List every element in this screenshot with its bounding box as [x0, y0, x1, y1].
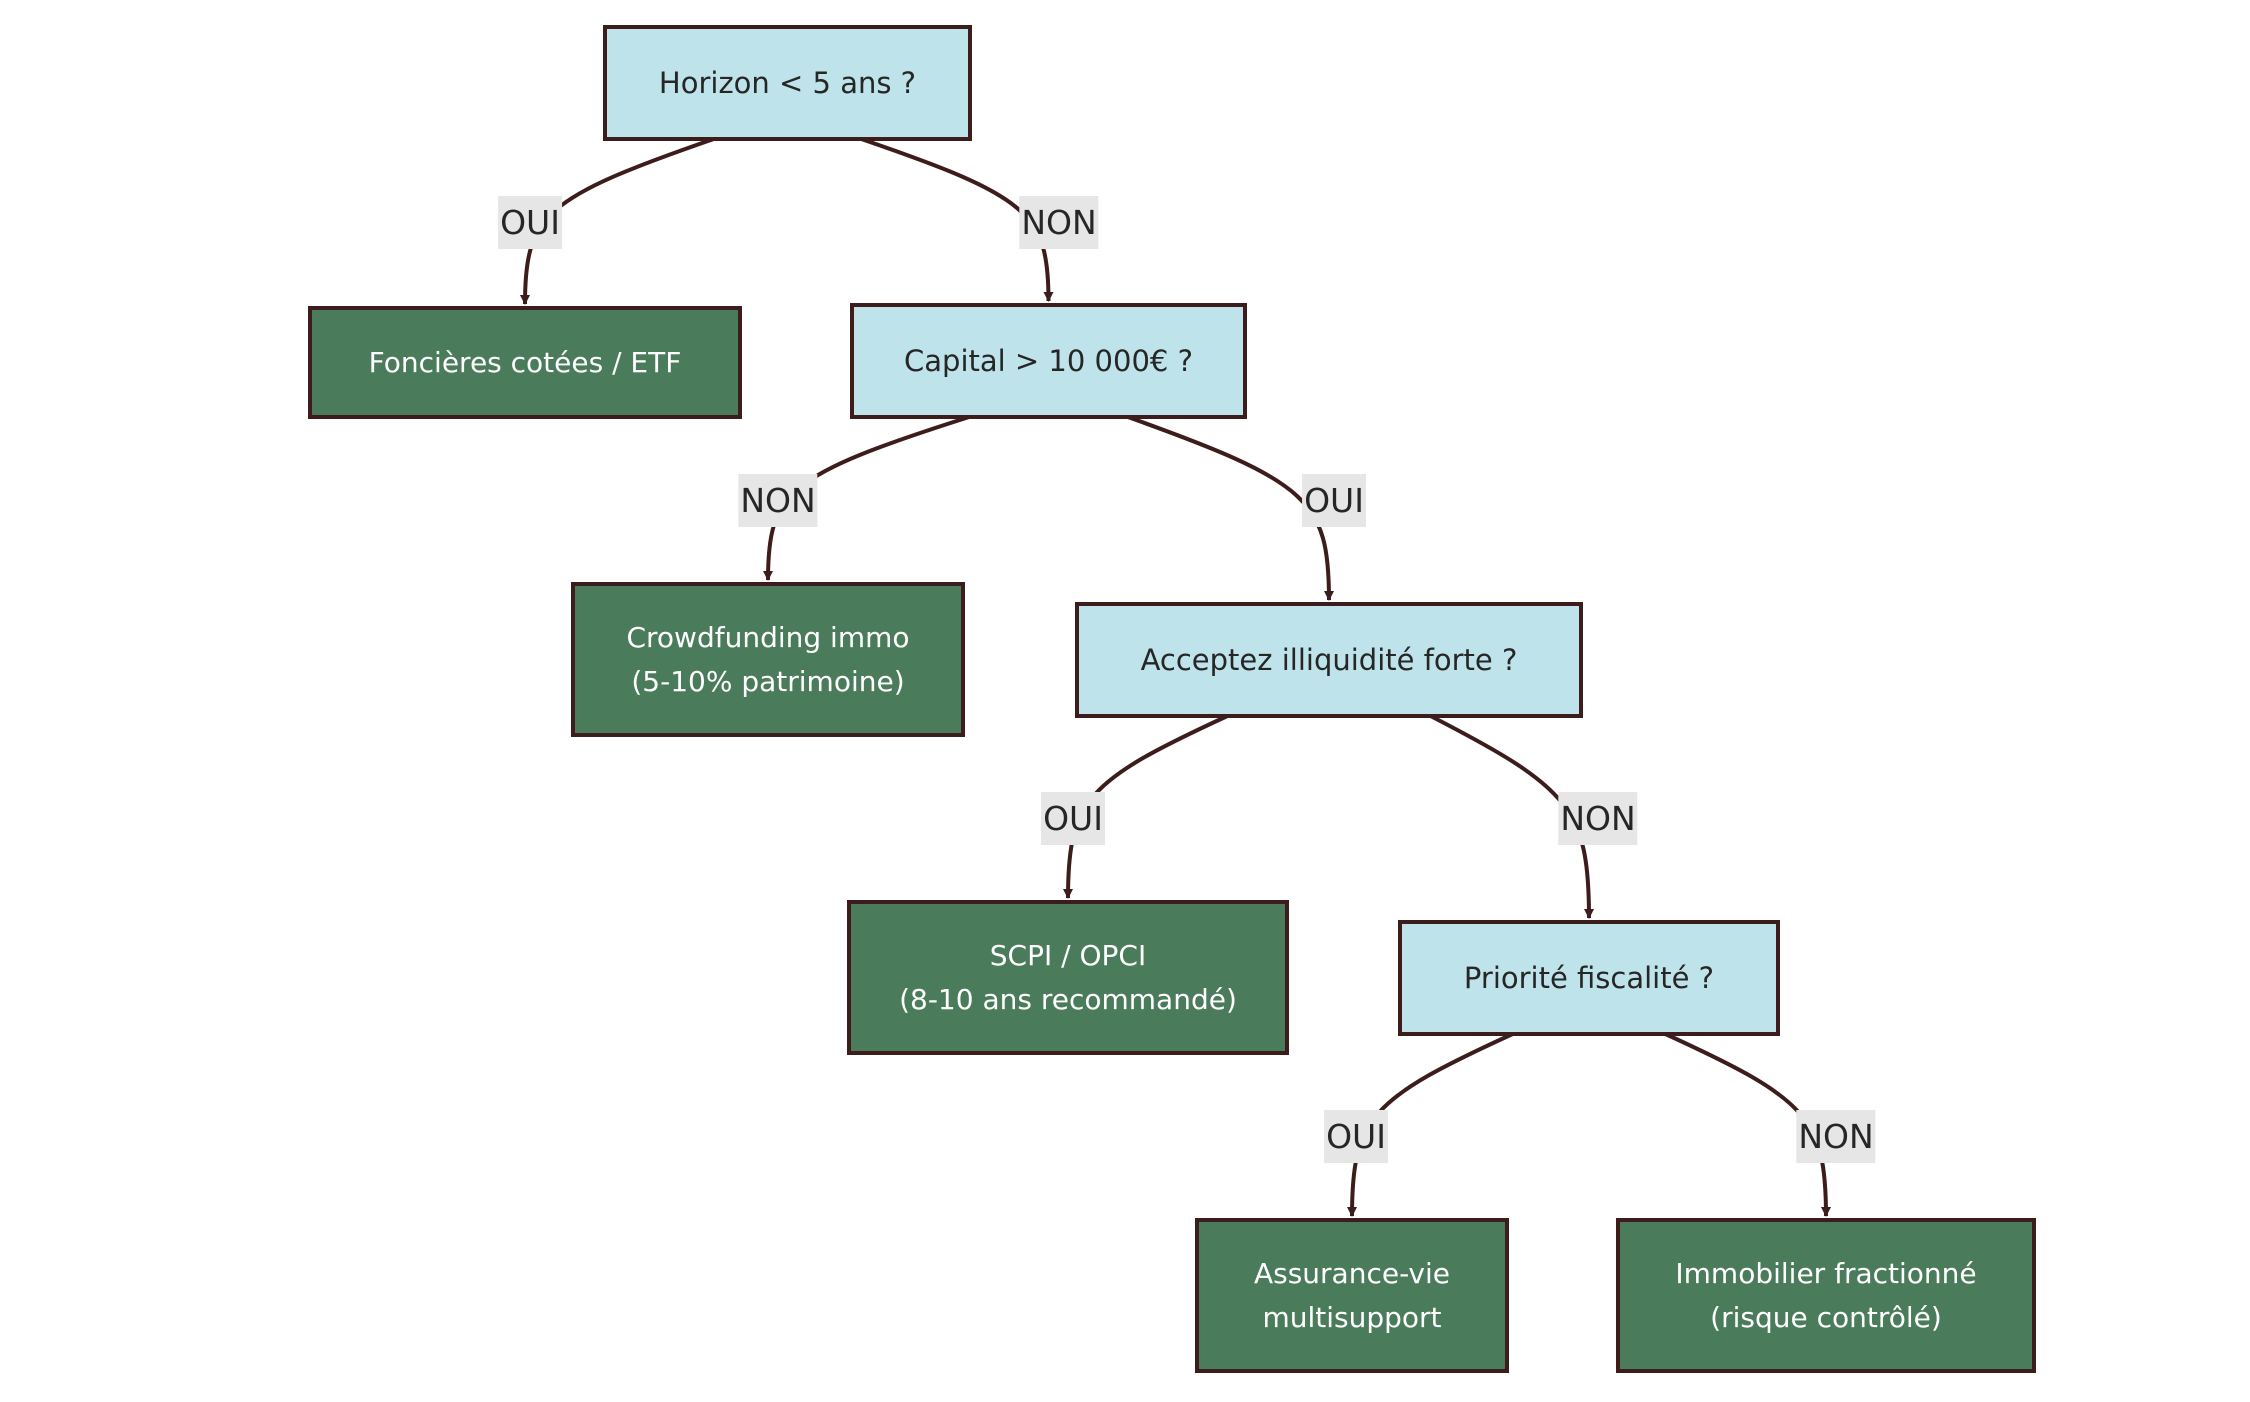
edge-label-non: NON [1019, 196, 1099, 249]
node-label-line: Crowdfunding immo [626, 620, 910, 654]
node-label-line: Horizon < 5 ans ? [658, 66, 917, 100]
edge-label-non: NON [1796, 1110, 1876, 1163]
node-label-line: SCPI / OPCI [989, 938, 1147, 972]
decision-node-capital: Capital > 10 000€ ? [850, 303, 1247, 419]
node-label-line: (5-10% patrimoine) [631, 664, 905, 698]
node-label-line: Acceptez illiquidité forte ? [1140, 643, 1518, 677]
node-label-line: multisupport [1262, 1300, 1442, 1334]
decision-node-fiscalite: Priorité fiscalité ? [1398, 920, 1780, 1036]
result-node-immobilier-fractionne: Immobilier fractionné (risque contrôlé) [1616, 1218, 2036, 1373]
node-label-line: Capital > 10 000€ ? [904, 344, 1193, 378]
node-label-line: (8-10 ans recommandé) [899, 982, 1237, 1016]
decision-node-illiquidite: Acceptez illiquidité forte ? [1075, 602, 1583, 718]
connector-arrow-non [860, 137, 1054, 302]
result-node-scpi: SCPI / OPCI (8-10 ans recommandé) [847, 900, 1289, 1055]
connector-arrow-oui [1127, 415, 1334, 601]
edge-label-oui: OUI [498, 196, 562, 249]
result-node-crowdfunding: Crowdfunding immo (5-10% patrimoine) [571, 582, 965, 737]
decision-node-horizon: Horizon < 5 ans ? [603, 25, 972, 141]
edge-label-non: NON [738, 474, 818, 527]
result-node-foncieres: Foncières cotées / ETF [308, 306, 742, 419]
node-label-line: Assurance-vie [1253, 1256, 1451, 1290]
edge-label-oui: OUI [1302, 474, 1366, 527]
node-label-line: Immobilier fractionné [1675, 1256, 1977, 1290]
node-label-line: (risque contrôlé) [1710, 1300, 1942, 1334]
node-label-line: Priorité fiscalité ? [1463, 961, 1715, 995]
edge-label-oui: OUI [1324, 1110, 1388, 1163]
edge-label-non: NON [1558, 792, 1638, 845]
edge-label-oui: OUI [1041, 792, 1105, 845]
result-node-assurance-vie: Assurance-vie multisupport [1195, 1218, 1509, 1373]
node-label-line: Foncières cotées / ETF [368, 345, 682, 379]
